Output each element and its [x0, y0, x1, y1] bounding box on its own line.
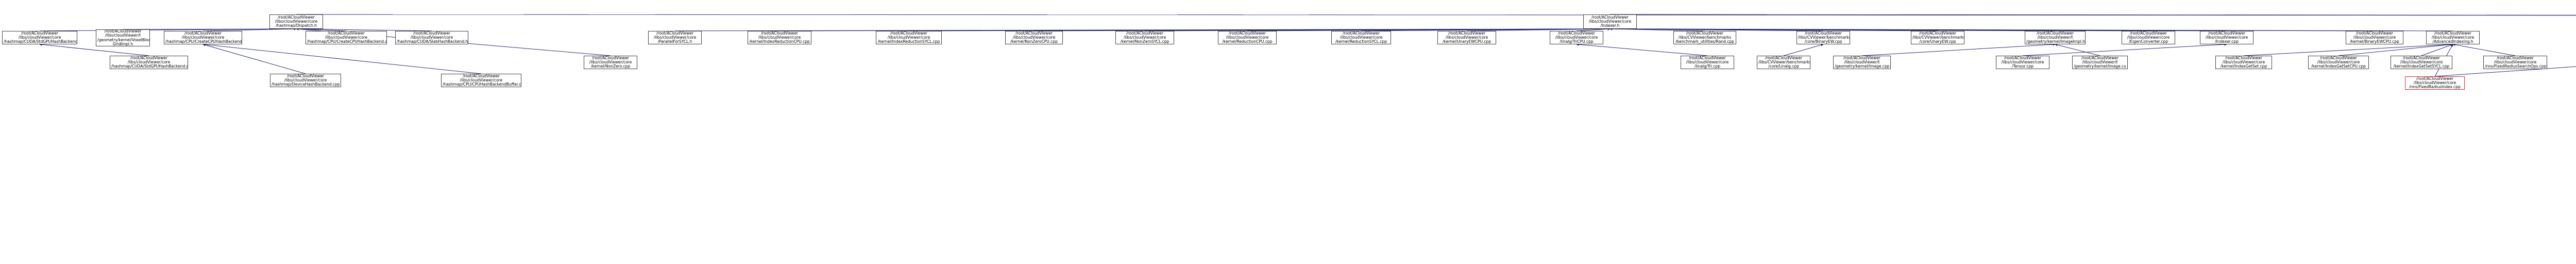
graph-node[interactable]: /root/ACloudViewer /libs/cloudViewer/cor…: [1550, 31, 1603, 44]
graph-node[interactable]: /root/ACloudViewer /libs/CVViewer/benchm…: [1757, 56, 1810, 69]
graph-node[interactable]: /root/ACloudViewer /libs/cloudViewer/cor…: [2483, 56, 2547, 69]
graph-node-label: /root/ACloudViewer /libs/cloudViewer/cor…: [111, 56, 188, 69]
graph-node-label: /root/ACloudViewer /libs/CVViewer/benchm…: [1798, 31, 1850, 44]
graph-node[interactable]: /root/ACloudViewer /libs/cloudViewer/cor…: [395, 31, 468, 44]
graph-node-label: /root/ACloudViewer /libs/cloudViewer/cor…: [1686, 56, 1729, 69]
graph-node-label: /root/ACloudViewer /libs/cloudViewer/cor…: [4, 31, 77, 44]
graph-node-label: /root/ACloudViewer /libs/cloudViewer/cor…: [2431, 31, 2475, 44]
graph-edge: [2421, 44, 2453, 56]
graph-node[interactable]: /root/ACloudViewer /libs/cloudViewer/cor…: [2391, 56, 2452, 69]
graph-node-label: /root/ACloudViewer /libs/cloudViewer/cor…: [272, 74, 340, 87]
graph-node-label: /root/ACloudViewer /libs/cloudViewer/cor…: [1588, 14, 1632, 28]
graph-node-label: /root/ACloudViewer /libs/cloudViewer/cor…: [2311, 56, 2366, 69]
graph-edge: [1609, 27, 1938, 31]
graph-node[interactable]: /root/ACloudViewer /libs/cloudViewer/cor…: [164, 31, 242, 44]
graph-node[interactable]: /root/ACloudViewer /libs/cloudViewer/cor…: [2346, 31, 2403, 44]
graph-node-label: /root/ACloudViewer /libs/cloudViewer/cor…: [749, 31, 810, 44]
graph-node[interactable]: /root/ACloudViewer /libs/CVViewer/benchm…: [1911, 31, 1964, 44]
graph-node-label: /root/ACloudViewer /libs/cloudViewer/cor…: [2127, 31, 2170, 44]
graph-node-label: /root/ACloudViewer /libs/cloudViewer/t /…: [2074, 56, 2126, 69]
graph-node-label: /root/ACloudViewer /libs/cloudViewer/cor…: [1555, 31, 1598, 44]
graph-node-label: /root/ACloudViewer /libs/cloudViewer/cor…: [2220, 56, 2267, 69]
graph-node-label: /root/ACloudViewer /libs/cloudViewer/cor…: [275, 14, 318, 28]
graph-node[interactable]: /root/ACloudViewer /libs/cloudViewer/cor…: [876, 31, 942, 44]
graph-node[interactable]: /root/ACloudViewer /libs/cloudViewer/cor…: [1218, 31, 1277, 44]
graph-node[interactable]: /root/ACloudViewer /libs/cloudViewer/cor…: [1437, 31, 1496, 44]
graph-node-label: /root/ACloudViewer /libs/cloudViewer/cor…: [1442, 31, 1491, 44]
graph-node-label: /root/ACloudViewer /libs/cloudViewer/cor…: [589, 56, 632, 69]
graph-node[interactable]: /root/ACloudViewer /libs/cloudViewer/cor…: [1681, 56, 1734, 69]
graph-edge: [202, 43, 482, 74]
graph-node-label: /root/ACloudViewer /libs/CVViewer/benchm…: [1758, 56, 1810, 69]
graph-edge: [2055, 43, 2100, 56]
graph-edge: [202, 43, 306, 74]
graph-node[interactable]: /root/ACloudViewer /libs/cloudViewer/cor…: [584, 56, 637, 69]
graph-node[interactable]: /root/ACloudViewer /libs/cloudViewer/cor…: [1331, 31, 1391, 44]
graph-node[interactable]: /root/ACloudViewer /libs/cloudViewer/cor…: [441, 74, 521, 87]
graph-node-label: /root/ACloudViewer /libs/cloudViewer/cor…: [443, 74, 521, 87]
graph-edge: [2452, 43, 2516, 56]
graph-edge: [2338, 43, 2453, 56]
graph-node[interactable]: /root/ACloudViewer /libs/CVViewer/benchm…: [1797, 31, 1850, 44]
graph-node[interactable]: /root/ACloudViewer /libs/cloudViewer/cor…: [2215, 56, 2272, 69]
graph-node[interactable]: /root/ACloudViewer /libs/cloudViewer/cor…: [748, 31, 811, 44]
graph-node[interactable]: /root/ACloudViewer /libs/cloudViewer/cor…: [1005, 31, 1063, 44]
graph-node[interactable]: /root/ACloudViewer /libs/cloudViewer/cor…: [110, 56, 188, 69]
graph-node-label: /root/ACloudViewer /libs/cloudViewer/cor…: [653, 31, 697, 44]
graph-node-label: /root/ACloudViewer /libs/cloudViewer/cor…: [1120, 31, 1170, 44]
graph-node-label: /root/ACloudViewer /libs/cloudViewer/cor…: [2205, 31, 2248, 44]
graph-node-label: /root/ACloudViewer /libs/cloudViewer/cor…: [2393, 56, 2450, 69]
graph-node-label: /root/ACloudViewer /libs/cloudViewer/t /…: [1835, 56, 1890, 69]
graph-node[interactable]: /root/ACloudViewer /libs/cloudViewer/t /…: [96, 29, 150, 46]
graph-edge: [2022, 43, 2227, 56]
graph-edge: [2243, 43, 2453, 56]
graph-node-label: /root/ACloudViewer /libs/cloudViewer/cor…: [165, 31, 242, 44]
graph-edge: [1861, 43, 2056, 56]
graph-node[interactable]: /root/ACloudViewer /libs/cloudViewer/cor…: [2308, 56, 2369, 69]
graph-node-label: /root/ACloudViewer /libs/cloudViewer/cor…: [2485, 56, 2547, 69]
graph-node-label: /root/ACloudViewer /libs/cloudViewer/cor…: [2001, 56, 2044, 69]
graph-node-label: /root/ACloudViewer /libs/cloudViewer/t /…: [97, 29, 150, 46]
graph-node[interactable]: /root/ACloudViewer /libs/cloudViewer/cor…: [2405, 76, 2465, 90]
graph-node-label: /root/ACloudViewer /libs/cloudViewer/cor…: [1010, 31, 1058, 44]
graph-node[interactable]: /root/ACloudViewer /libs/cloudViewer/cor…: [270, 74, 341, 87]
graph-node[interactable]: /root/ACloudViewer /libs/cloudViewer/cor…: [2122, 31, 2175, 44]
graph-node-label: /root/ACloudViewer /libs/CVViewer/benchm…: [1912, 31, 1964, 44]
graph-edge: [1609, 14, 2576, 15]
graph-node[interactable]: /root/ACloudViewer /libs/cloudViewer/cor…: [648, 31, 702, 44]
graph-node[interactable]: /root/ACloudViewer /libs/cloudViewer/t /…: [1833, 56, 1891, 69]
graph-node[interactable]: /root/ACloudViewer /libs/CVViewer/benchm…: [1673, 31, 1736, 44]
graph-node-label: /root/ACloudViewer /libs/CVViewer/benchm…: [1675, 31, 1734, 44]
graph-node[interactable]: /root/ACloudViewer /libs/cloudViewer/cor…: [2, 31, 77, 44]
graph-node-label: /root/ACloudViewer /libs/cloudViewer/t /…: [2026, 31, 2086, 44]
graph-node[interactable]: /root/ACloudViewer /libs/cloudViewer/cor…: [2200, 31, 2253, 44]
graph-node[interactable]: /root/ACloudViewer /libs/cloudViewer/cor…: [1583, 14, 1637, 29]
graph-node-label: /root/ACloudViewer /libs/cloudViewer/cor…: [2350, 31, 2399, 44]
graph-node[interactable]: /root/ACloudViewer /libs/cloudViewer/t /…: [2025, 31, 2086, 44]
graph-edge: [1783, 43, 1824, 56]
graph-node-label: /root/ACloudViewer /libs/cloudViewer/cor…: [1222, 31, 1273, 44]
graph-node-label: /root/ACloudViewer /libs/cloudViewer/cor…: [877, 31, 940, 44]
graph-node-label: /root/ACloudViewer /libs/cloudViewer/cor…: [2409, 76, 2461, 90]
graph-node[interactable]: /root/ACloudViewer /libs/cloudViewer/cor…: [306, 31, 387, 44]
graph-node[interactable]: /root/ACloudViewer /libs/cloudViewer/cor…: [2426, 31, 2480, 44]
graph-node[interactable]: /root/ACloudViewer /libs/cloudViewer/cor…: [269, 14, 323, 29]
graph-node[interactable]: /root/ACloudViewer /libs/cloudViewer/cor…: [1115, 31, 1174, 44]
graph-node-label: /root/ACloudViewer /libs/cloudViewer/cor…: [1335, 31, 1387, 44]
graph-node-label: /root/ACloudViewer /libs/cloudViewer/cor…: [307, 31, 387, 44]
graph-edge: [296, 14, 2576, 16]
graph-node-label: /root/ACloudViewer /libs/cloudViewer/cor…: [397, 31, 468, 44]
graph-node[interactable]: /root/ACloudViewer /libs/cloudViewer/cor…: [1996, 56, 2049, 69]
graph-node[interactable]: /root/ACloudViewer /libs/cloudViewer/t /…: [2072, 56, 2128, 69]
graph-edge: [1576, 43, 1708, 56]
